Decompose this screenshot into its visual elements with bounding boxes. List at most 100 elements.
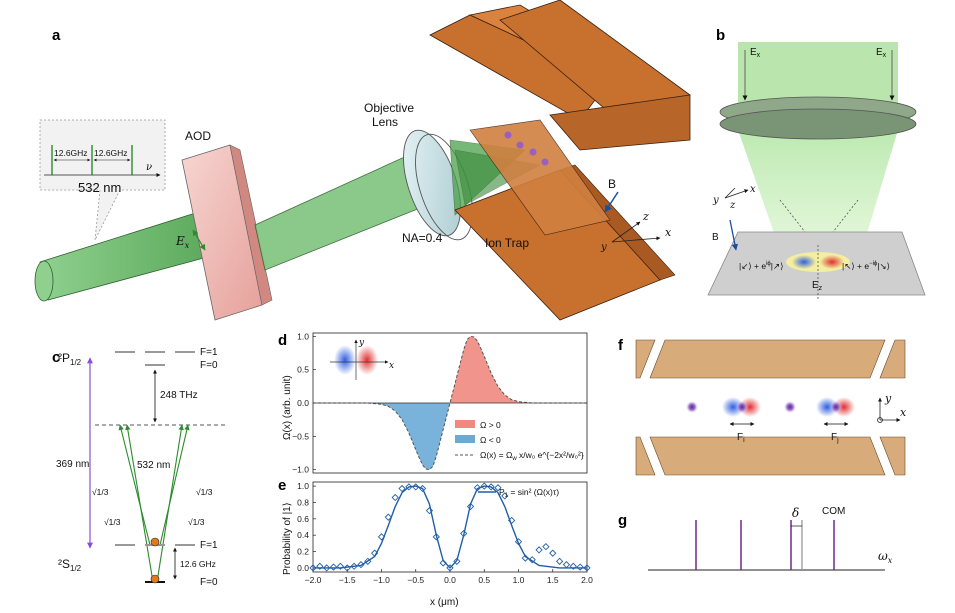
e-xtick-label: −2.0: [305, 575, 322, 585]
axis-x-arrow: [611, 236, 661, 243]
area-positive: [313, 336, 587, 403]
e-xtick-label: 2.0: [581, 575, 593, 585]
s-f1-label: F=1: [200, 540, 218, 551]
spacing-label-1: 12.6GHz: [54, 148, 88, 158]
ion-trap-label: Ion Trap: [485, 236, 529, 250]
plot-e-yticks: 1.00.80.60.40.20.0: [297, 481, 316, 573]
electrode-top-bottom-face: [549, 94, 691, 151]
ex-right-label: Ex: [876, 47, 887, 59]
objective-label-1: Objective: [364, 101, 414, 115]
data-point: [309, 564, 317, 572]
population-f0: [150, 574, 160, 584]
detuning-label: 248 THz: [160, 390, 198, 401]
data-point: [343, 564, 351, 572]
e-xtick-label: 0.0: [444, 575, 456, 585]
data-point: [494, 484, 502, 492]
data-point: [583, 564, 591, 572]
ray-right: [832, 199, 859, 233]
axis-z-label: z: [642, 210, 649, 223]
p-f1-label: F=1: [200, 347, 218, 358]
data-point: [398, 484, 406, 493]
panel-b-letter: b: [716, 27, 725, 44]
state-right: |↖⟩ + e−iϕ|↘⟩: [842, 261, 890, 271]
input-beam: [39, 209, 216, 301]
delta-label: δ: [792, 506, 799, 520]
objective-label-2: Lens: [372, 115, 398, 129]
axis-x-label: x: [665, 226, 672, 239]
panel-c-letter: c: [52, 349, 60, 366]
ion-i-blue-lobe: [722, 397, 744, 417]
aod-side: [229, 144, 273, 306]
field-ex-label: Ex: [175, 234, 190, 250]
data-point: [535, 546, 543, 554]
plot-d-yticks: 1.00.50.0−0.5−1.0: [292, 331, 316, 475]
e-xtick-label: −1.5: [339, 575, 356, 585]
data-point: [501, 492, 509, 500]
plot-d-inset: y x: [330, 338, 394, 380]
p-level-label: ²P1/2: [58, 351, 82, 367]
panel-g-letter: g: [618, 512, 627, 529]
data-point: [569, 562, 577, 570]
focal-spot-blue: [792, 255, 816, 269]
data-point: [336, 562, 345, 570]
data-point: [480, 482, 488, 490]
spacing-label-2: 12.6GHz: [94, 148, 128, 158]
b-field-arrow-b: [729, 219, 739, 251]
data-point: [316, 562, 324, 570]
uv-wavelength-label: 369 nm: [56, 459, 89, 470]
omega-label: ωx: [878, 549, 893, 565]
plot-d-areas: [313, 335, 587, 471]
data-point: [350, 562, 358, 570]
electrode-lower-left: [635, 436, 656, 476]
inset-y-label: y: [358, 338, 365, 348]
data-point: [412, 483, 420, 491]
data-point: [364, 557, 372, 566]
inset-red-lobe: [356, 345, 378, 375]
legend-formula-label: Ω(x) = Ωw x/w₀ e^{−2x²/w₀²}: [480, 450, 584, 462]
raman-wavelength-label: 532 nm: [137, 460, 170, 471]
ray-left: [779, 199, 806, 233]
nu-label: ν: [146, 162, 152, 173]
ex-left-label: Ex: [750, 47, 761, 59]
data-point: [473, 484, 482, 492]
legend-pos-swatch: [455, 420, 475, 428]
legend-neg-swatch: [455, 435, 475, 443]
data-point: [514, 538, 523, 546]
panel-a-letter: a: [52, 27, 61, 44]
s-f0-label: F=0: [200, 577, 218, 588]
data-point: [377, 533, 386, 541]
ion-1: [504, 131, 512, 139]
b-field-label-b: B: [712, 232, 719, 243]
data-point: [542, 542, 550, 551]
panel-c: c F=1 F=0 ²P1/2 248 THz 369 nm 532 nm √1…: [52, 347, 225, 588]
fit-curve: [313, 485, 587, 569]
plot-d-ylabel: Ω(x) (arb. unit): [282, 375, 293, 440]
panel-e: e Probability of |1⟩ x (μm) 1.00.80.60.4…: [278, 477, 593, 608]
chain-ion-1: [686, 401, 698, 413]
inset-blue-lobe: [334, 345, 356, 375]
data-point: [460, 529, 468, 538]
data-point: [418, 484, 427, 493]
force-i-label: Fi: [737, 432, 745, 444]
panel-f: f Fi Fj y x: [618, 337, 907, 476]
data-point: [528, 556, 536, 564]
electrode-upper-center: [649, 339, 886, 379]
cg-label-4: √1/3: [188, 517, 205, 527]
plot-d-legend: Ω > 0 Ω < 0 Ω(x) = Ωw x/w₀ e^{−2x²/w₀²}: [455, 420, 584, 462]
cg-label-3: √1/3: [196, 487, 213, 497]
panel-f-letter: f: [618, 337, 624, 354]
spectrum-callout: [39, 119, 166, 241]
data-point: [487, 483, 495, 491]
e-ytick-label: 1.0: [297, 481, 309, 491]
p-f0-label: F=0: [200, 360, 218, 371]
e-ytick-label: 0.4: [297, 530, 309, 540]
f-axis-origin: [877, 417, 883, 423]
na-label: NA=0.4: [402, 231, 443, 245]
b-axis-y-label: y: [712, 195, 719, 206]
chain-ion-i: [736, 401, 748, 413]
legend-fit-label: P1 = sin² (Ω(x)τ): [499, 487, 559, 499]
focal-spot-red: [820, 255, 844, 269]
ion-4: [541, 158, 549, 166]
